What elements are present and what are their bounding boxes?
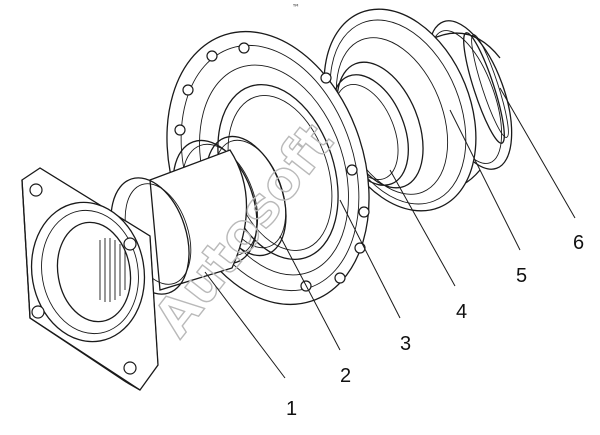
- square-flange-bolt-holes: [29, 183, 137, 375]
- leader-4: [389, 169, 456, 287]
- callout-3: 3: [400, 333, 411, 355]
- flange-bolt-holes: [174, 42, 370, 292]
- leader-1: [204, 271, 286, 379]
- needle-bearing: [99, 238, 126, 302]
- callout-2: 2: [340, 365, 351, 387]
- top-mark: ™: [292, 3, 300, 12]
- callout-4: 4: [456, 301, 467, 323]
- leader-3: [339, 199, 401, 319]
- shaft-sleeve: [110, 149, 248, 295]
- leader-lines: [204, 87, 576, 379]
- callout-6: 6: [573, 232, 584, 254]
- leader-2: [279, 235, 341, 351]
- callout-5: 5: [516, 265, 527, 287]
- callout-1: 1: [286, 398, 297, 420]
- seal-ring-part-6: [463, 32, 509, 144]
- leader-6: [499, 87, 576, 219]
- leader-5: [449, 109, 521, 251]
- square-flange-part-1: [21, 167, 159, 391]
